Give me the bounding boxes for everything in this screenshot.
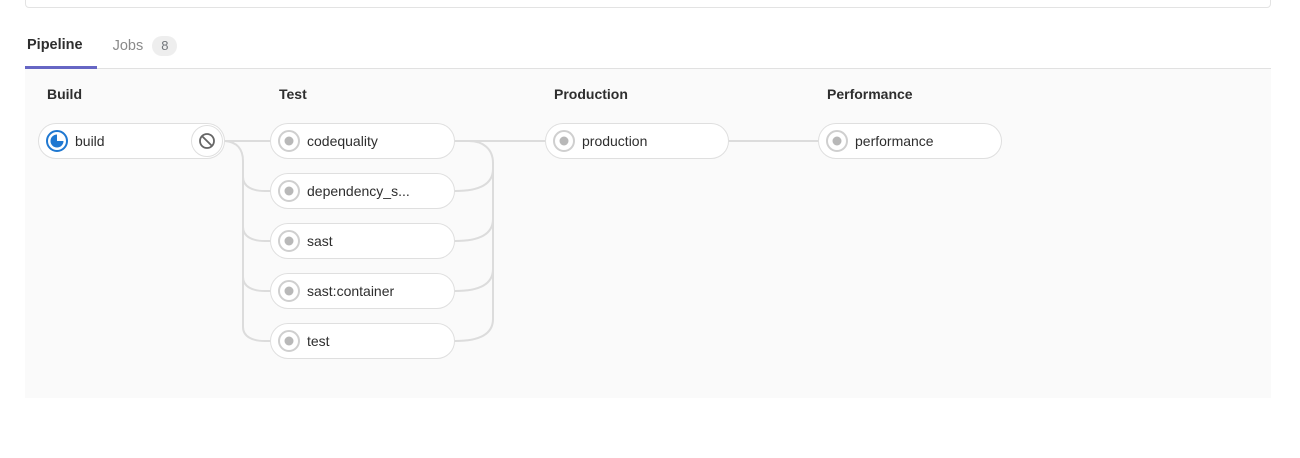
running-status-icon	[46, 130, 68, 152]
created-status-icon	[278, 280, 300, 302]
ban-icon	[199, 133, 215, 149]
job-production[interactable]: production	[545, 123, 729, 159]
job-test[interactable]: test	[270, 323, 455, 359]
stage-jobs: build	[38, 123, 225, 173]
created-status-icon	[553, 130, 575, 152]
stage-title: Test	[279, 86, 307, 102]
stage-title: Build	[47, 86, 82, 102]
stage-title: Performance	[827, 86, 913, 102]
created-status-icon	[278, 180, 300, 202]
pipeline-connectors	[224, 140, 819, 342]
job-label: sast	[307, 233, 333, 249]
job-dependency-scanning[interactable]: dependency_s...	[270, 173, 455, 209]
tab-jobs[interactable]: Jobs 8	[101, 24, 190, 68]
job-label: codequality	[307, 133, 378, 149]
tab-pipeline-label: Pipeline	[27, 37, 83, 53]
cancel-job-button[interactable]	[191, 125, 223, 157]
pipeline-tabs: Pipeline Jobs 8	[25, 24, 1271, 69]
stage-jobs: production	[545, 123, 729, 173]
created-status-icon	[278, 230, 300, 252]
stage-title: Production	[554, 86, 628, 102]
above-card-bottom-edge	[25, 0, 1271, 8]
created-status-icon	[278, 130, 300, 152]
job-build[interactable]: build	[38, 123, 225, 159]
job-label: sast:container	[307, 283, 395, 299]
job-performance[interactable]: performance	[818, 123, 1002, 159]
job-sast[interactable]: sast	[270, 223, 455, 259]
stage-jobs: codequality dependency_s... sast	[270, 123, 455, 373]
job-label: build	[75, 133, 105, 149]
tab-pipeline[interactable]: Pipeline	[25, 24, 97, 69]
job-label: production	[582, 133, 648, 149]
job-label: dependency_s...	[307, 183, 410, 199]
jobs-count-badge: 8	[152, 36, 178, 56]
tab-jobs-label: Jobs	[112, 38, 144, 54]
created-status-icon	[278, 330, 300, 352]
created-status-icon	[826, 130, 848, 152]
job-codequality[interactable]: codequality	[270, 123, 455, 159]
stage-jobs: performance	[818, 123, 1002, 173]
pipeline-graph: Build build Test	[25, 69, 1271, 398]
job-label: test	[307, 333, 330, 349]
job-sast-container[interactable]: sast:container	[270, 273, 455, 309]
job-label: performance	[855, 133, 934, 149]
